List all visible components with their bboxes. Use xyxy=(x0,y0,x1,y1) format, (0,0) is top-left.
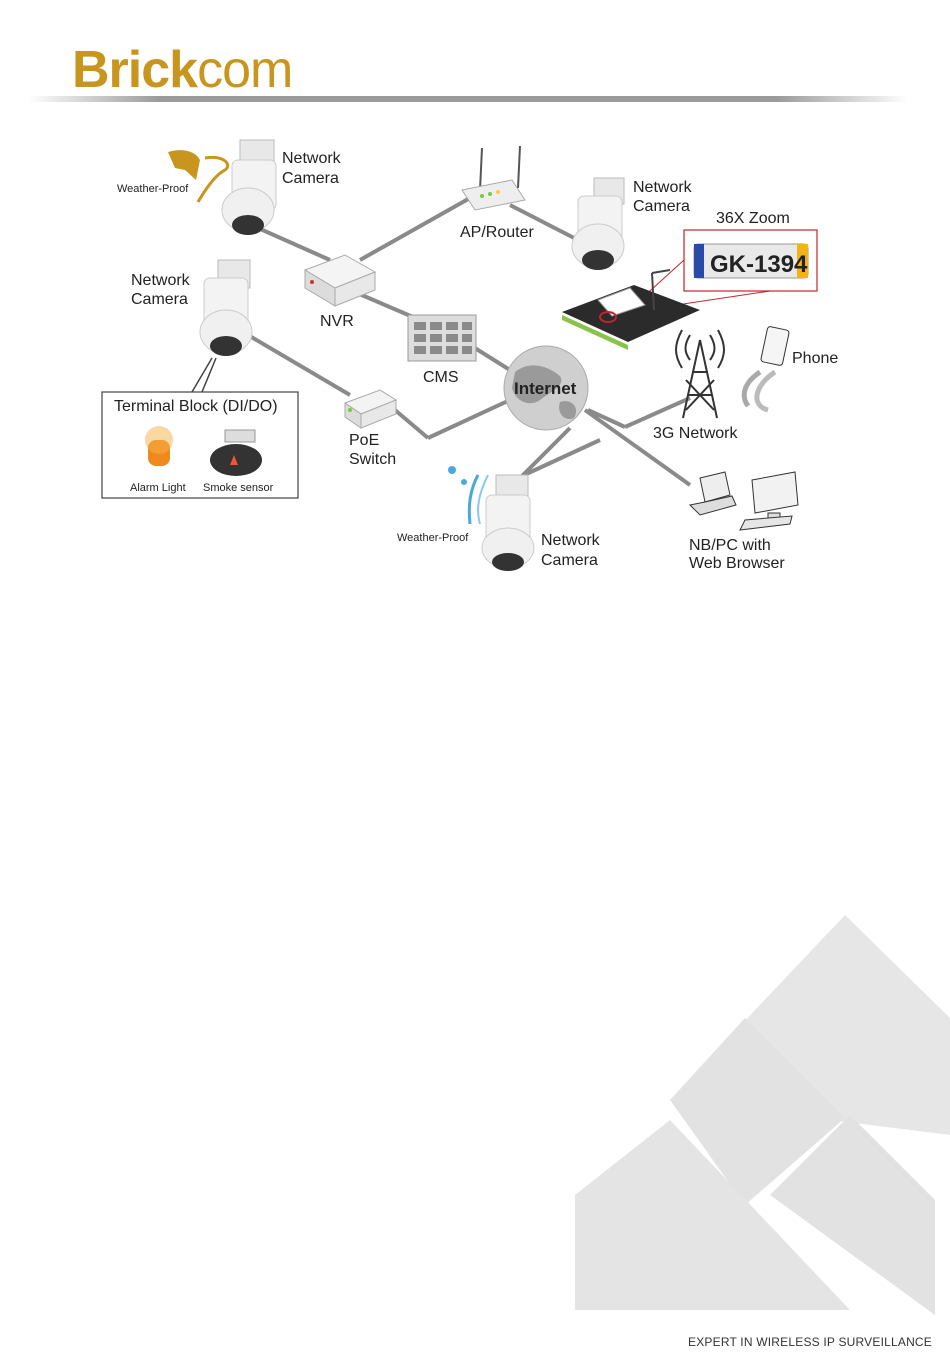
cms-label: CMS xyxy=(423,369,459,386)
nb-pc-label-1: NB/PC with xyxy=(689,537,771,554)
camera-top-right-label-2: Camera xyxy=(633,198,690,215)
camera-top-left-label-1: Network xyxy=(282,150,342,167)
camera-mid-left-label-2: Camera xyxy=(131,291,188,308)
poe-switch-label-1: PoE xyxy=(349,432,379,449)
terminal-block-title: Terminal Block (DI/DO) xyxy=(114,398,278,415)
link-nvr-router xyxy=(360,198,470,260)
nb-pc-label-2: Web Browser xyxy=(689,555,785,572)
link-camera-nvr xyxy=(258,228,330,260)
camera-bottom-label-1: Network xyxy=(541,532,601,549)
camera-top-left xyxy=(222,140,276,235)
camera-top-right-label-1: Network xyxy=(633,179,693,196)
weather-proof-icon-2 xyxy=(448,466,488,524)
phone-icon xyxy=(744,326,789,410)
desktop-pc-icon xyxy=(740,472,798,530)
camera-mid-left xyxy=(192,260,252,392)
camera-bottom xyxy=(482,475,534,571)
link-3g-tower xyxy=(625,398,690,427)
nvr-label: NVR xyxy=(320,313,354,330)
camera-bottom-label-2: Camera xyxy=(541,552,598,569)
link-camera-poe xyxy=(248,335,350,395)
poe-switch-device xyxy=(345,390,396,428)
network-diagram: Weather-Proof Network Camera AP/Router N… xyxy=(0,110,950,590)
internet-label: Internet xyxy=(514,379,577,398)
network-3g-label: 3G Network xyxy=(653,425,738,442)
smoke-sensor-label: Smoke sensor xyxy=(203,482,274,494)
weather-proof-label-1: Weather-Proof xyxy=(117,183,189,195)
alarm-light-icon xyxy=(145,426,173,466)
tower-3g xyxy=(676,330,724,418)
camera-top-right xyxy=(572,178,624,270)
laptop-icon xyxy=(690,472,736,515)
ap-router-label: AP/Router xyxy=(460,224,534,241)
camera-dome xyxy=(232,215,264,235)
poe-switch-label-2: Switch xyxy=(349,451,396,468)
license-plate-text: GK-1394 xyxy=(710,251,808,278)
phone-label: Phone xyxy=(792,350,838,367)
camera-top-left-label-2: Camera xyxy=(282,170,339,187)
cms-device xyxy=(408,315,476,361)
ap-router xyxy=(462,146,525,210)
footer-tagline: EXPERT IN WIRELESS IP SURVEILLANCE xyxy=(688,1335,932,1349)
link-camera-internet-2 xyxy=(522,440,600,476)
weather-proof-label-2: Weather-Proof xyxy=(397,532,469,544)
alarm-light-label: Alarm Light xyxy=(130,482,186,494)
link-poe-down xyxy=(395,410,428,438)
link-poe-internet xyxy=(428,400,510,438)
zoom-title: 36X Zoom xyxy=(716,210,790,227)
link-internet-camera xyxy=(522,428,570,476)
camera-mid-left-label-1: Network xyxy=(131,272,191,289)
